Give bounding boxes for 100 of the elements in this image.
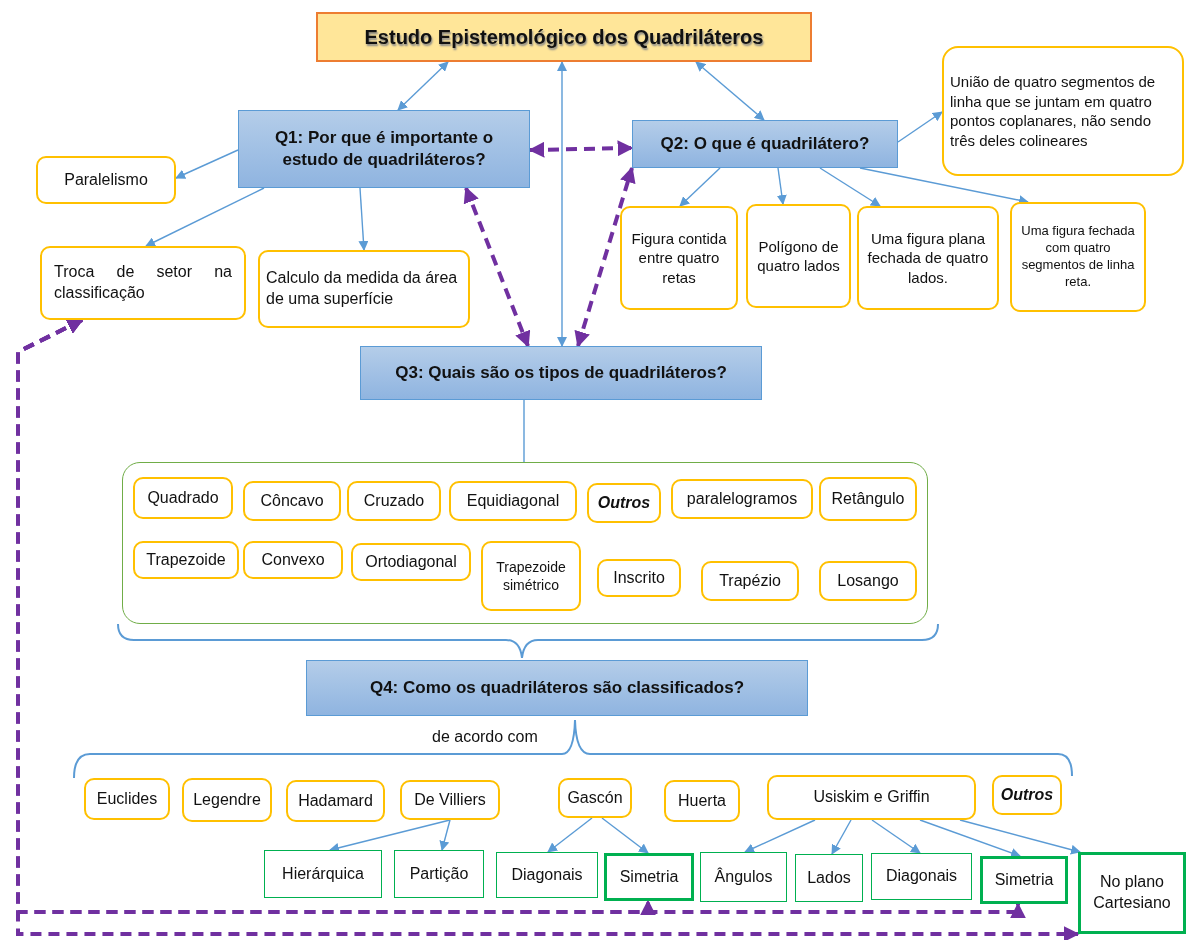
concept-box — [40, 246, 246, 320]
criterion-box — [871, 853, 972, 900]
node-text: Diagonais — [511, 864, 583, 885]
node-text: Trapézio — [719, 570, 781, 591]
node-text: Estudo Epistemológico dos Quadriláteros — [364, 25, 764, 50]
node-text: Q1: Por que é importante o estudo de quadriláteros? — [273, 126, 495, 171]
node-text: Usiskim e Griffin — [813, 787, 930, 808]
node-text: De Villiers — [414, 789, 486, 810]
node-text: Huerta — [678, 790, 726, 811]
node-text: Figura contida entre quatro retas — [630, 228, 728, 288]
node-text: Trapezoide — [146, 549, 226, 570]
concept-box — [558, 778, 632, 818]
type-box — [351, 543, 471, 581]
question-box — [238, 110, 530, 188]
arrow — [695, 61, 765, 121]
node-text: Euclides — [96, 788, 158, 809]
type-box — [819, 561, 917, 601]
node-text: Ortodiagonal — [365, 551, 457, 572]
node-text: Troca de setor na classificação — [54, 262, 232, 303]
node-text: Inscrito — [613, 567, 665, 588]
node-text: Q2: O que é quadrilátero? — [660, 132, 870, 155]
criterion-box — [394, 850, 484, 898]
type-box — [597, 559, 681, 597]
node-text: Equidiagonal — [466, 490, 560, 511]
dashed-arrow — [528, 140, 634, 158]
node-text: Uma figura fechada com quatro segmentos de linha reta. — [1020, 223, 1136, 291]
arrow — [831, 819, 852, 855]
node-text: Simetria — [994, 869, 1054, 890]
arrow — [439, 819, 451, 851]
arrow — [959, 819, 1081, 855]
concept-box — [746, 204, 851, 308]
node-text: Ângulos — [714, 866, 773, 887]
concept-box — [1010, 202, 1146, 312]
node-text: Quadrado — [147, 487, 219, 508]
node-text: Outros — [597, 492, 651, 513]
concept-box — [664, 780, 740, 822]
concept-box — [182, 778, 272, 822]
criterion-box — [264, 850, 382, 898]
criterion-box — [795, 854, 863, 902]
node-text: Uma figura plana fechada de quatro lados. — [866, 228, 990, 288]
criterion-box — [700, 852, 787, 902]
node-text: Legendre — [193, 789, 261, 810]
type-box — [133, 541, 239, 579]
type-box — [481, 541, 581, 611]
criterion-box — [496, 852, 598, 898]
arrow — [679, 167, 721, 207]
node-text: Paralelismo — [64, 169, 148, 190]
concept-box — [942, 46, 1184, 176]
node-text: Diagonais — [885, 866, 958, 887]
concept-box — [767, 775, 976, 820]
node-text: Outros — [1000, 784, 1054, 805]
node-text: Côncavo — [260, 490, 324, 511]
type-box — [133, 477, 233, 519]
node-text: Gascón — [567, 787, 623, 808]
arrow — [744, 819, 816, 853]
question-box — [632, 120, 898, 168]
criterion-box — [604, 853, 694, 901]
arrow — [358, 187, 369, 251]
type-box — [243, 481, 341, 521]
concept-box — [36, 156, 176, 204]
type-box — [701, 561, 799, 601]
node-text: Convexo — [261, 549, 325, 570]
node-text: União de quatro segmentos de linha que se juntam em quatro pontos coplanares, não sendo três deles colineares — [950, 72, 1157, 150]
type-box — [243, 541, 343, 579]
arrow — [776, 167, 787, 205]
connector-text: de acordo com — [432, 728, 538, 746]
arrow — [175, 149, 239, 179]
node-text: No plano Cartesiano — [1092, 872, 1172, 913]
node-text: paralelogramos — [686, 488, 798, 509]
arrow — [897, 111, 943, 143]
node-text: Polígono de quatro lados — [756, 236, 841, 276]
node-text: Simetria — [619, 866, 679, 887]
node-text: Partição — [409, 863, 469, 884]
arrow — [557, 61, 567, 347]
title-box — [316, 12, 812, 62]
node-text: Cruzado — [363, 490, 425, 511]
node-text: Lados — [807, 867, 851, 888]
arrow — [601, 817, 649, 854]
question-box — [306, 660, 808, 716]
type-box — [587, 483, 661, 523]
type-box — [347, 481, 441, 521]
node-text: Hierárquica — [282, 863, 364, 884]
criterion-box — [1078, 852, 1186, 934]
concept-box — [620, 206, 738, 310]
node-text: Trapezoide simétrico — [495, 557, 567, 595]
concept-box — [84, 778, 170, 820]
node-text: Q4: Como os quadriláteros são classificados? — [369, 676, 745, 699]
concept-box — [286, 780, 385, 822]
type-box — [819, 477, 917, 521]
dashed-arrow — [463, 186, 531, 348]
panel-box — [122, 462, 928, 624]
connector-line — [523, 399, 525, 463]
node-text: Retângulo — [831, 488, 905, 509]
concept-box — [258, 250, 470, 328]
concept-box — [400, 780, 500, 820]
node-text: Calculo da medida da área de uma superfície — [266, 268, 459, 309]
arrow — [919, 819, 1021, 858]
concept-box — [992, 775, 1062, 815]
node-text: Losango — [837, 570, 899, 591]
arrow — [819, 167, 881, 207]
